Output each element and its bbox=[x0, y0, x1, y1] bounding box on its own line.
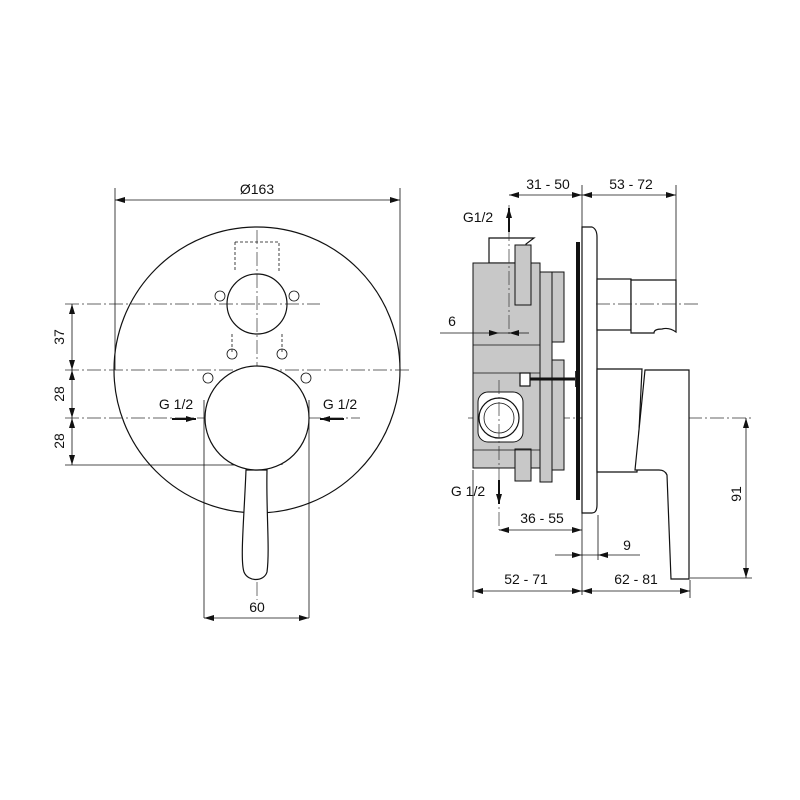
dim-28-top: 28 bbox=[51, 386, 67, 402]
dim-28-bottom: 28 bbox=[51, 433, 67, 449]
dim-52-71: 52 - 71 bbox=[504, 571, 548, 587]
diverter-stem bbox=[596, 278, 632, 331]
lever-side bbox=[634, 369, 690, 580]
dim-62-81: 62 - 81 bbox=[614, 571, 658, 587]
dim-diameter: Ø163 bbox=[240, 181, 274, 197]
diverter-opening bbox=[226, 273, 288, 335]
inlet-left-label: G 1/2 bbox=[159, 396, 193, 412]
gasket bbox=[576, 242, 580, 500]
lever-handle bbox=[241, 469, 269, 581]
dim-9: 9 bbox=[623, 537, 631, 553]
front-view: Ø163 37 28 28 G 1/2 G 1/2 60 bbox=[51, 181, 410, 621]
inlet-right-label: G 1/2 bbox=[323, 396, 357, 412]
cover-plate-side bbox=[581, 226, 598, 514]
dim-37: 37 bbox=[51, 329, 67, 345]
diverter-knob bbox=[630, 279, 677, 334]
dim-31-50: 31 - 50 bbox=[526, 176, 570, 192]
dim-60: 60 bbox=[249, 599, 265, 615]
handle-knob bbox=[204, 365, 310, 471]
dim-6: 6 bbox=[448, 313, 456, 329]
dim-91: 91 bbox=[728, 486, 744, 502]
side-view: G1/2 G 1/2 31 - 50 53 - 72 6 36 - 55 9 5… bbox=[440, 176, 752, 598]
outlet-top-label: G1/2 bbox=[463, 209, 494, 225]
dim-53-72: 53 - 72 bbox=[609, 176, 653, 192]
outlet-bottom-label: G 1/2 bbox=[451, 483, 485, 499]
dim-36-55: 36 - 55 bbox=[520, 510, 564, 526]
